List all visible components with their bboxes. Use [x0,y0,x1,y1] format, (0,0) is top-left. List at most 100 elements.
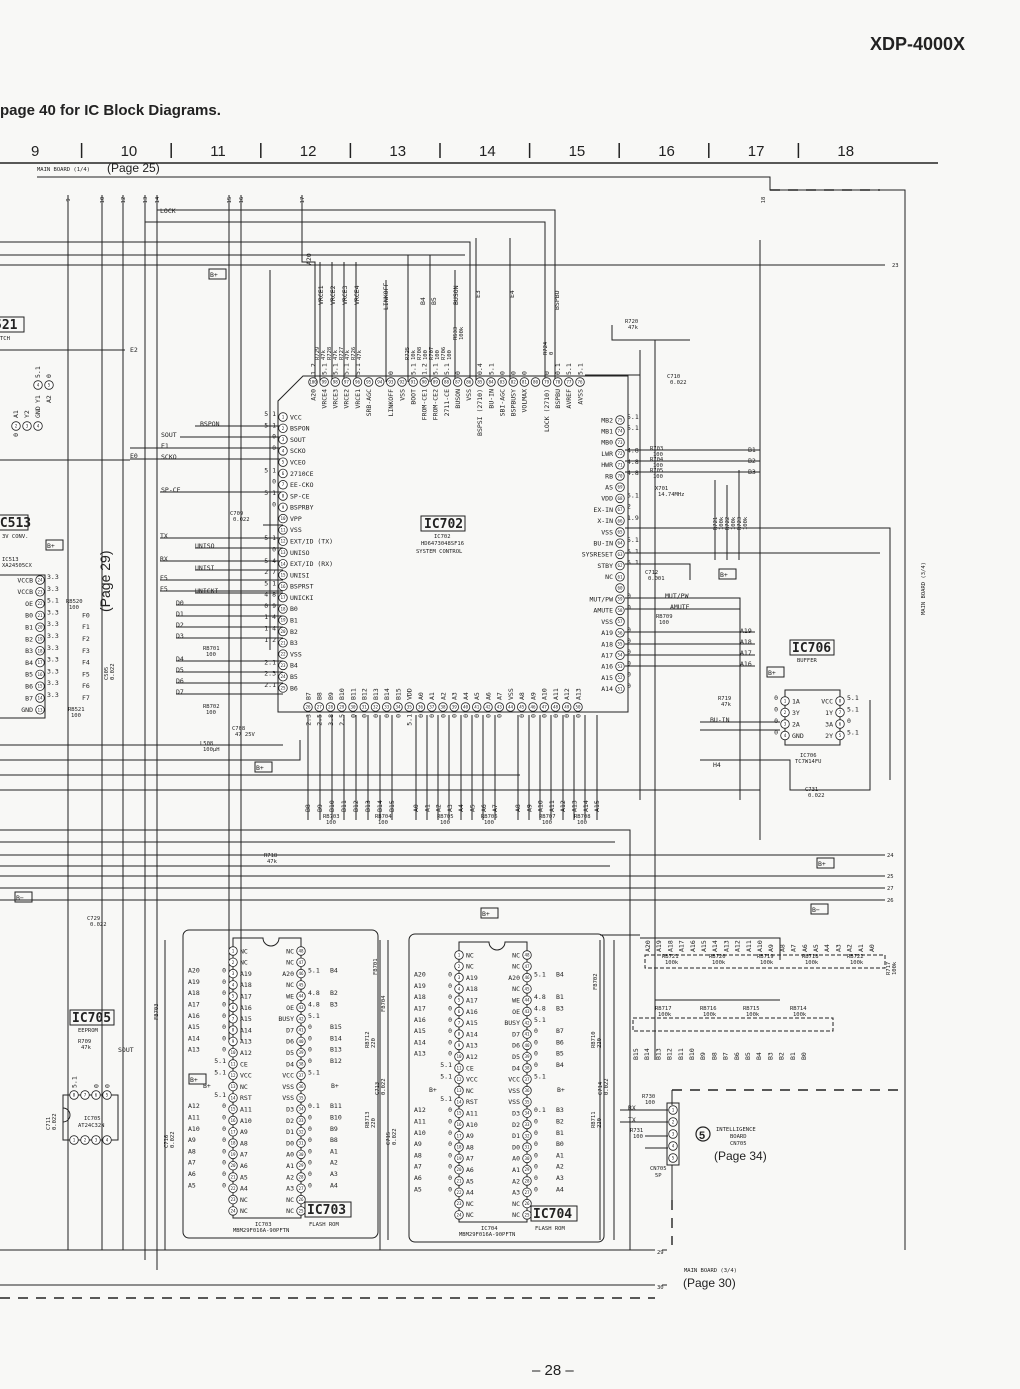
component-value: 100 [653,463,663,469]
pin-voltage: 3.3 [47,656,59,664]
pin-number: 8 [282,494,285,499]
pin-voltage: 5.1 [847,729,859,737]
connector-marker[interactable]: 9 [66,198,72,201]
column-number: 12 [300,143,317,160]
pin-label: A19 [601,629,613,637]
flash-part: MBM29F016A-90PFTN [233,1228,289,1234]
pin-number: 71 [617,462,623,467]
pin-number: 34 [298,1107,304,1112]
pin-number: 6 [282,471,285,476]
pin-number: 6 [95,1093,98,1098]
pullup-net-label: B5 [744,1052,752,1060]
pin-voltage: 0.4 [476,363,484,375]
pin-circle [454,1164,464,1175]
pin-circle [296,1138,306,1148]
net-label: E5 [160,585,168,593]
pin-label: BU-IN [593,540,613,548]
pin-label: VCC [821,697,833,705]
component-ref: R723 [737,517,743,530]
component-value: 100 [645,1100,655,1106]
pin-voltage: 0 [448,971,452,979]
pin-number: 74 [617,429,623,434]
pin-number: 18 [456,1145,462,1150]
connector-marker[interactable]: 16 [239,197,245,204]
connector-marker[interactable]: 14 [155,196,161,203]
pin-label: BSPBU [554,389,562,409]
page29-label[interactable]: (Page 29) [97,551,113,612]
net-label: A6 [414,1174,422,1182]
pin-circle [522,1164,532,1175]
pin-label: A3 [286,1185,294,1193]
pin-voltage: 0 [448,1106,452,1114]
pin-label: B14 [383,688,391,700]
pin-voltage: 3.3 [47,679,59,687]
power-marker-box [810,903,829,915]
pin-label: A0 [286,1151,294,1159]
connector-marker[interactable]: 15 [227,197,233,204]
pin-number: 10 [230,1050,236,1055]
pin-label: D2 [512,1121,520,1129]
connector-marker[interactable]: 27 [887,886,894,892]
pin-circle [522,995,532,1005]
pin-circle [386,377,396,387]
bus-label: A9 [525,804,533,812]
pin-voltage: 2.5 [338,714,346,726]
pin-voltage: 0 [498,371,506,375]
pin-circle [278,638,288,648]
pin-voltage: 1.4 [264,613,276,621]
component-ref: RB708 [574,814,591,820]
pin-number: 8 [232,1028,235,1033]
pin-voltage: 0 [521,371,529,375]
main-board-top-page[interactable]: (Page 25) [107,161,160,175]
net-label: E0 [130,452,138,460]
connector-marker[interactable]: 13 [143,197,149,204]
connector-marker[interactable]: 23 [892,263,899,269]
power-marker: B− [812,906,820,914]
pin-circle [615,527,625,537]
pullup-net-label: B11 [677,1048,685,1060]
net-label: B0 [556,1140,564,1148]
connector-marker[interactable]: 30 [657,1285,664,1291]
component-value: 0.022 [110,663,116,680]
pin-number: 96 [355,380,361,385]
main-board-bottom-page[interactable]: (Page 30) [683,1276,736,1290]
component-value: 220 [597,1118,603,1128]
pin-circle [522,1074,532,1085]
pin-circle [296,1036,306,1047]
pullup-net-label: B13 [654,1048,662,1060]
flash-label-box [530,1205,578,1222]
ic706-function: BUFFER [797,658,818,664]
pin-voltage: 0 [627,671,631,679]
flash-part-ref: IC703 [255,1222,272,1228]
connector-marker[interactable]: 24 [887,853,894,859]
net-label: E3 [474,290,482,298]
pin-circle [835,719,845,729]
component-ref: C709 [230,511,243,517]
pin-circle [80,1090,90,1100]
connector-marker[interactable]: 17 [300,197,306,204]
bus-label: B10 [328,800,336,812]
pin-number: 21 [37,613,43,618]
ic705-function: EEPROM [78,1028,99,1034]
connector-marker[interactable]: 12 [121,197,127,204]
component-value: 100k [665,960,679,966]
pin-label: NC [286,981,294,989]
pin-circle [278,615,288,625]
component-value: 100k [850,960,864,966]
net-label: RX [628,1104,636,1112]
connector-marker[interactable]: 18 [761,197,767,204]
intelligence-page[interactable]: (Page 34) [714,1149,767,1163]
pin-number: 39 [452,705,458,710]
pullup-net-label: B7 [722,1052,730,1060]
pin-label: OE [286,1004,294,1012]
component-ref: R709 [78,1039,91,1045]
connector-marker[interactable]: 25 [887,874,894,880]
pullup-array-b [632,1017,834,1032]
pin-number: 28 [328,705,334,710]
connector-marker[interactable]: 26 [887,898,894,904]
component-value: 47k [333,349,339,360]
connector-marker[interactable]: 10 [100,197,106,204]
connector-marker[interactable]: 29 [657,1250,664,1256]
pin-label: Y1 [34,395,42,403]
